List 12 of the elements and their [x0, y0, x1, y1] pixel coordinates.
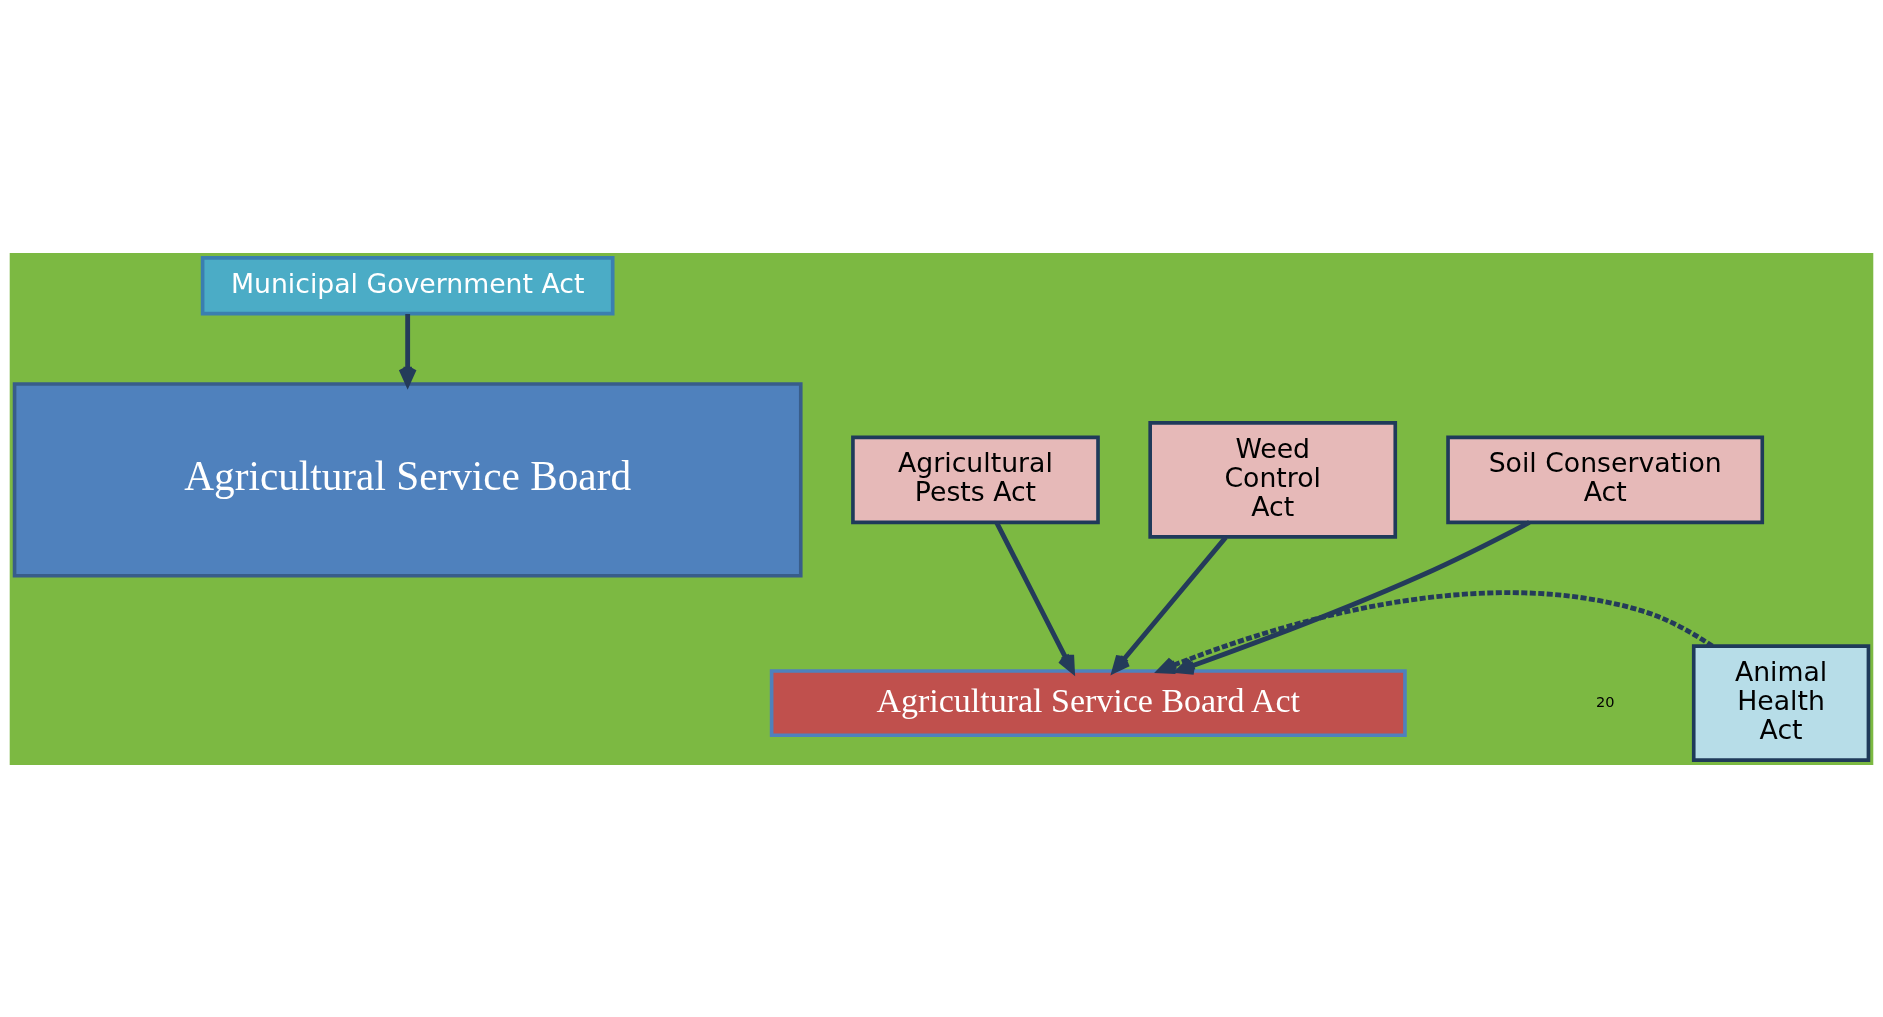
- arrow: [1111, 535, 1228, 673]
- node-box: Agricultural Service Board Act: [769, 668, 1407, 737]
- arrow: [1157, 589, 1714, 674]
- node-box: Agricultural Pests Act: [851, 435, 1100, 524]
- node-box: Municipal Government Act: [200, 255, 615, 315]
- node-box: Soil Conservation Act: [1446, 435, 1765, 524]
- node-box: Weed Control Act: [1148, 420, 1398, 539]
- node-box: Agricultural Service Board: [12, 381, 803, 578]
- label: 20: [1595, 692, 1615, 710]
- arrow: [994, 521, 1075, 673]
- arrow: [1175, 519, 1531, 675]
- node-box: Animal Health Act: [1691, 643, 1871, 762]
